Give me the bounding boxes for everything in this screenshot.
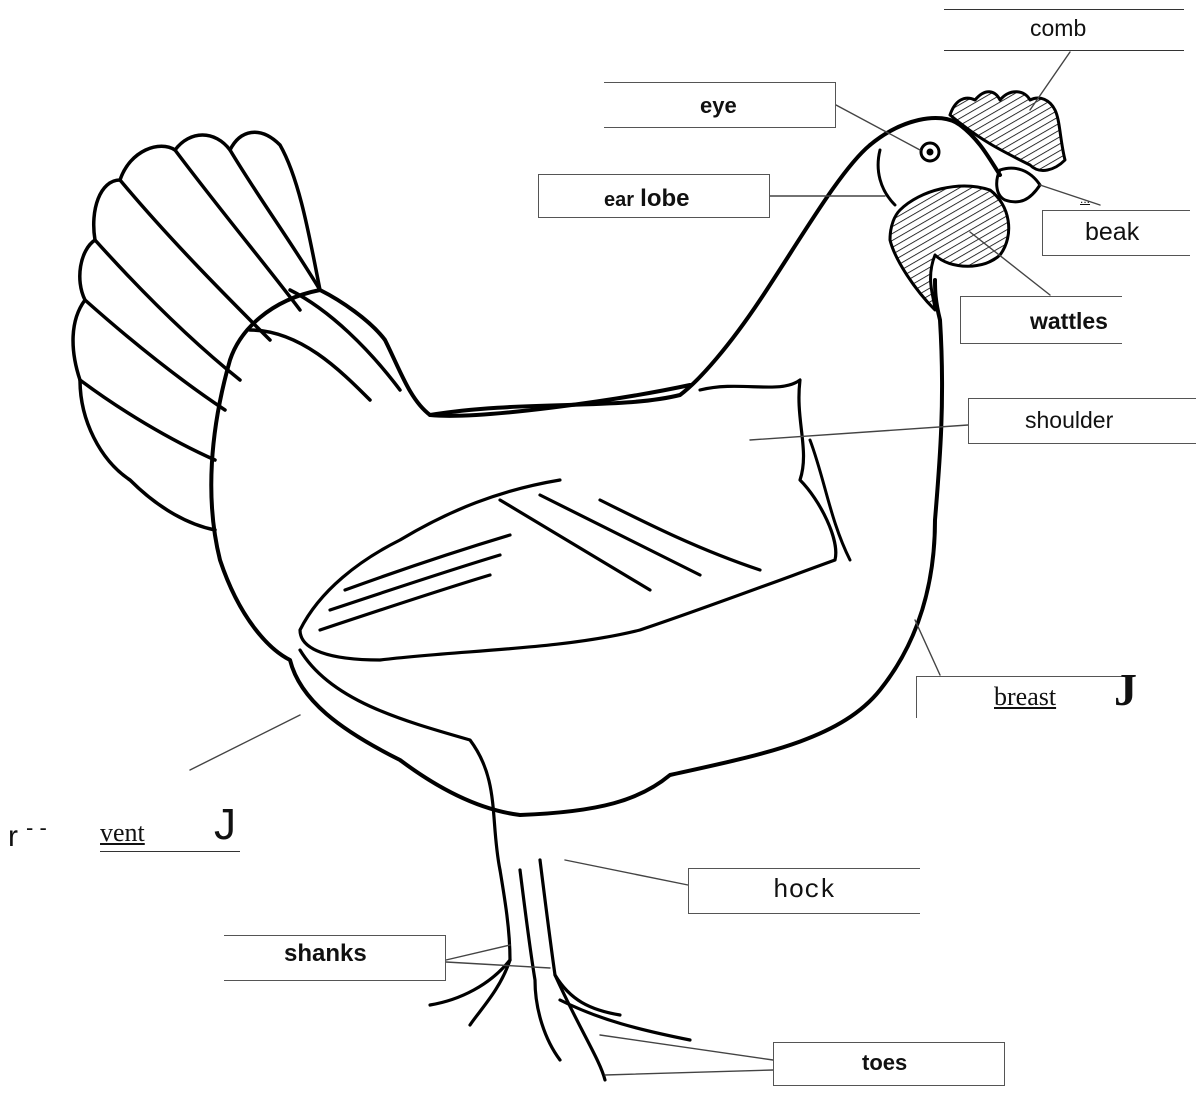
legs xyxy=(430,860,690,1080)
beak xyxy=(997,168,1040,202)
comb-line-bottom xyxy=(944,50,1184,51)
vent-mark: J xyxy=(214,800,236,850)
beak-mark: ... xyxy=(1080,192,1090,206)
vent-dashes: - - xyxy=(26,815,47,841)
breast-mark: J xyxy=(1114,663,1137,716)
body-outline xyxy=(211,145,942,815)
label-comb: comb xyxy=(1030,15,1086,42)
label-toes: toes xyxy=(862,1050,907,1076)
label-shanks: shanks xyxy=(284,940,367,968)
tail-feathers xyxy=(73,132,400,530)
comb-line-top xyxy=(944,9,1184,10)
head xyxy=(870,92,1065,310)
label-beak: beak xyxy=(1085,218,1139,247)
label-ear-lobe: ear lobe xyxy=(604,185,690,213)
label-breast: breast xyxy=(994,682,1056,712)
wing xyxy=(300,380,836,660)
label-eye: eye xyxy=(700,93,737,119)
label-vent: vent xyxy=(100,818,145,848)
vent-line xyxy=(100,851,240,852)
label-wattles: wattles xyxy=(1030,308,1108,335)
label-shoulder: shoulder xyxy=(1025,407,1113,434)
vent-prefix: r xyxy=(8,820,18,854)
label-hock: hock xyxy=(773,875,835,905)
label-ear: ear xyxy=(604,189,634,211)
label-lobe: lobe xyxy=(640,185,689,212)
